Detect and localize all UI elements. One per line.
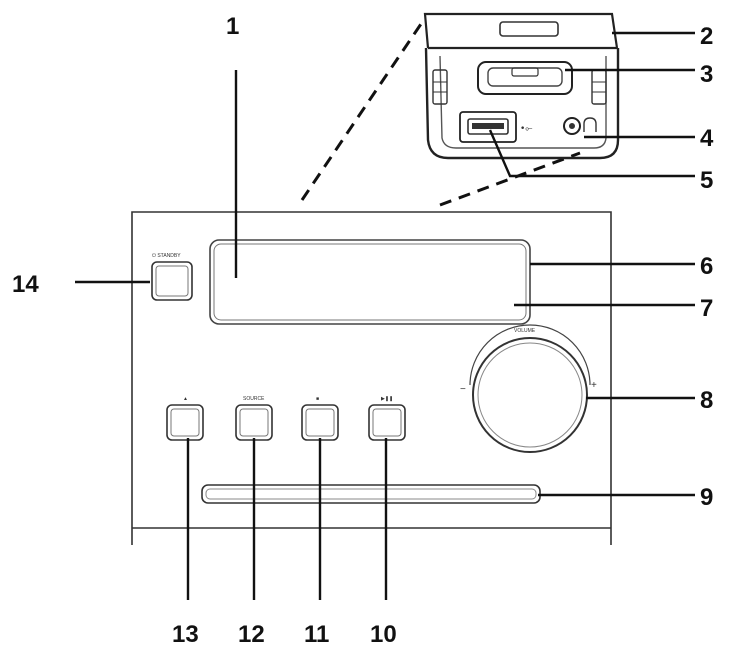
volume-plus-label: + <box>591 380 597 391</box>
standby-button[interactable]: ⏻ STANDBY <box>151 253 193 301</box>
headphone-icon <box>583 117 597 132</box>
display-window <box>209 239 531 325</box>
projection-line-left <box>300 17 427 201</box>
volume-minus-label: − <box>460 384 466 395</box>
projection-line-right <box>439 151 581 207</box>
stop-label: ■ <box>316 396 319 402</box>
callout-12: 12 <box>238 621 265 648</box>
callout-8: 8 <box>700 387 713 414</box>
callout-10: 10 <box>370 621 397 648</box>
callout-numbers: 1 2 3 4 5 6 7 8 9 10 11 12 13 14 <box>12 13 714 648</box>
leader-lines <box>75 31 695 600</box>
source-button[interactable]: SOURCE <box>235 396 273 441</box>
callout-14: 14 <box>12 271 39 298</box>
front-panel <box>131 211 612 545</box>
volume-knob[interactable]: VOLUME − + <box>460 324 597 453</box>
callout-5: 5 <box>700 167 713 194</box>
source-label: SOURCE <box>243 396 265 402</box>
eject-button[interactable]: ▲ <box>166 396 204 441</box>
usb-icon: •⟜ <box>520 124 533 134</box>
volume-label: VOLUME <box>514 328 536 334</box>
callout-11: 11 <box>304 621 329 648</box>
callout-6: 6 <box>700 253 713 280</box>
cd-slot <box>201 484 541 504</box>
callout-3: 3 <box>700 61 713 88</box>
callout-9: 9 <box>700 484 713 511</box>
headphone-jack <box>563 117 597 135</box>
stop-button[interactable]: ■ <box>301 396 339 441</box>
eject-label: ▲ <box>183 396 188 402</box>
dock-inset: •⟜ <box>300 12 620 207</box>
callout-2: 2 <box>700 23 713 50</box>
play-pause-button[interactable]: ▶❚❚ <box>368 396 406 441</box>
callout-1: 1 <box>226 13 239 40</box>
callout-7: 7 <box>700 295 713 322</box>
dock-connector <box>477 61 573 95</box>
callout-13: 13 <box>172 621 199 648</box>
callout-4: 4 <box>700 125 714 152</box>
play-pause-label: ▶❚❚ <box>381 396 393 402</box>
usb-port: •⟜ <box>459 111 533 143</box>
standby-label: ⏻ STANDBY <box>152 253 181 259</box>
leader-5 <box>488 129 695 178</box>
